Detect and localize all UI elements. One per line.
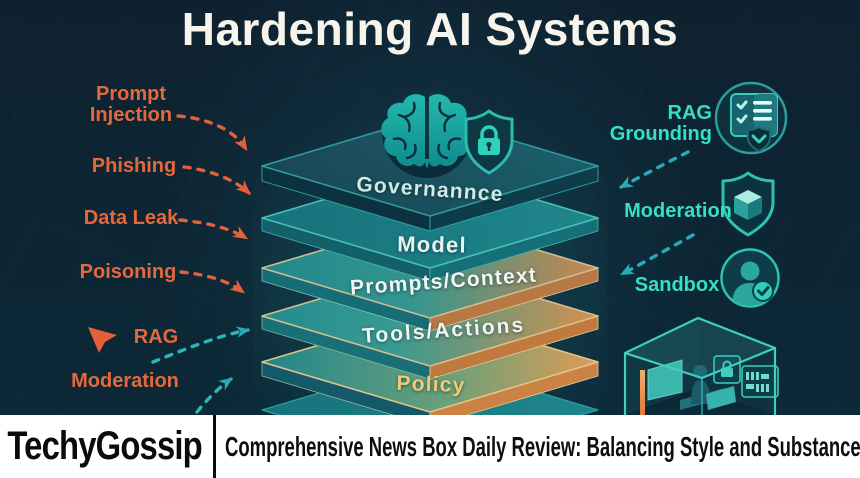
brain-icon	[381, 88, 474, 178]
stack-layer-label-policy: Policy	[396, 371, 466, 398]
footer-banner: TechyGossip Comprehensive News Box Daily…	[0, 415, 860, 478]
brand-logo-text: TechyGossip	[7, 424, 202, 468]
defense-label-sandbox: Sandbox	[634, 274, 720, 296]
arrow-poisoning	[179, 270, 246, 294]
threat-label-moderation: Moderation	[71, 370, 179, 392]
shield-cube-icon	[721, 171, 775, 237]
arrow-rag-grounding	[618, 150, 690, 189]
user-check-icon	[720, 248, 780, 308]
stack-layer-label-model: Model	[397, 231, 468, 258]
arrow-moderation-defense	[195, 377, 233, 414]
threat-label-rag: RAG	[133, 326, 179, 348]
banner-divider	[213, 415, 216, 478]
threat-label-data-leak: Data Leak	[83, 207, 179, 229]
sandbox-cube-illustration	[623, 316, 779, 415]
arrow-moderation-right	[619, 233, 695, 276]
banner-headline: Comprehensive News Box Daily Review: Bal…	[225, 430, 860, 462]
threat-label-phishing: Phishing	[91, 155, 177, 177]
checklist-shield-icon	[714, 81, 788, 155]
defense-label-moderation: Moderation	[624, 200, 732, 222]
threat-label-prompt-injection: Prompt Injection	[89, 83, 173, 126]
shield-lock-icon	[464, 109, 514, 175]
threat-label-poisoning: Poisoning	[79, 261, 177, 283]
defense-label-rag-grounding: RAG Grounding	[609, 102, 712, 145]
page-title: Hardening AI Systems	[181, 3, 679, 55]
